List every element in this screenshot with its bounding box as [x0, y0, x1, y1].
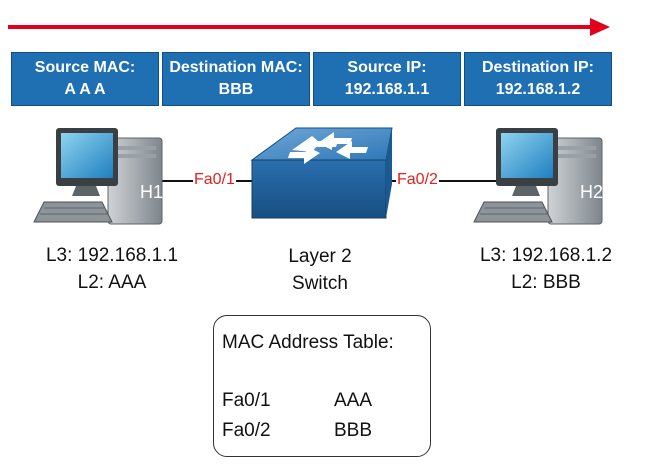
switch-caption-line2: Switch	[292, 273, 348, 294]
header-destination-ip-value: 192.168.1.2	[495, 81, 581, 98]
mac-table-mac: BBB	[334, 420, 373, 441]
mac-table-port: Fa0/1	[222, 390, 271, 411]
h2-caption: L3: 192.168.1.2 L2: BBB	[462, 242, 630, 296]
computer-h2-icon	[473, 128, 603, 225]
header-destination-ip: Destination IP: 192.168.1.2	[464, 52, 612, 106]
mac-address-table: MAC Address Table: Fa0/1 AAA Fa0/2 BBB	[213, 315, 431, 457]
port-label-fa0-1: Fa0/1	[193, 171, 236, 189]
mac-table-mac: AAA	[334, 390, 373, 411]
header-destination-mac-value: BBB	[218, 81, 254, 98]
host-tag-h1: H1	[140, 182, 164, 202]
h1-caption: L3: 192.168.1.1 L2: AAA	[32, 242, 192, 296]
header-source-mac-value: A A A	[64, 81, 106, 98]
header-source-ip: Source IP: 192.168.1.1	[313, 52, 461, 106]
switch-caption-line1: Layer 2	[288, 246, 352, 267]
header-source-ip-label: Source IP:	[347, 59, 427, 76]
header-destination-mac-label: Destination MAC:	[169, 59, 303, 76]
header-destination-mac: Destination MAC: BBB	[162, 52, 310, 106]
header-source-mac: Source MAC: A A A	[11, 52, 159, 106]
port-label-fa0-2: Fa0/2	[396, 171, 439, 189]
host-tag-h2: H2	[580, 182, 604, 202]
header-destination-ip-label: Destination IP:	[481, 59, 594, 76]
direction-arrow	[8, 18, 610, 36]
header-source-ip-value: 192.168.1.1	[344, 81, 430, 98]
mac-table-port: Fa0/2	[222, 420, 271, 441]
arrow-head	[590, 18, 610, 36]
h2-l2-address: L2: BBB	[511, 272, 581, 293]
h1-l3-address: L3: 192.168.1.1	[45, 245, 179, 266]
switch-caption: Layer 2 Switch	[240, 243, 400, 297]
header-source-mac-label: Source MAC:	[34, 59, 136, 76]
switch-icon	[250, 127, 393, 219]
computer-h1-icon	[33, 128, 163, 225]
h2-l3-address: L3: 192.168.1.2	[479, 245, 613, 266]
h1-l2-address: L2: AAA	[77, 272, 147, 293]
mac-table-title: MAC Address Table:	[222, 332, 394, 353]
